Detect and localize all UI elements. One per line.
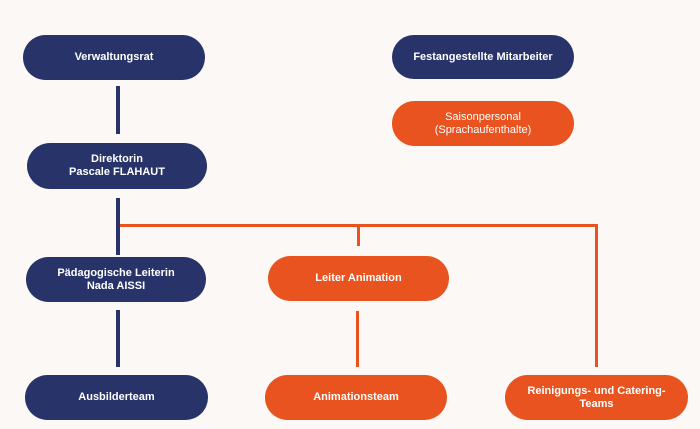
connector-to-animation-lead [357, 224, 360, 246]
node-trainer-team-label: Ausbilderteam [78, 391, 155, 403]
node-animation-team-label: Animationsteam [313, 391, 399, 403]
node-director-label: Direktorin Pascale FLAHAUT [69, 153, 165, 178]
node-pedagogical-lead-label: Pädagogische Leiterin Nada AISSI [57, 266, 175, 292]
legend-permanent: Festangestellte Mitarbeiter [392, 35, 574, 79]
node-board-label: Verwaltungsrat [74, 51, 154, 63]
node-animation-lead-label: Leiter Animation [315, 272, 402, 284]
connector-to-cleaning-team [595, 224, 598, 367]
legend-seasonal: Saisonpersonal (Sprachaufenthalte) [392, 101, 574, 146]
connector-board-director [116, 86, 120, 134]
connector-animation-lead-team [356, 311, 359, 367]
node-board: Verwaltungsrat [23, 35, 205, 80]
legend-seasonal-label: Saisonpersonal (Sprachaufenthalte) [434, 110, 532, 136]
legend-permanent-label: Festangestellte Mitarbeiter [413, 50, 553, 63]
node-animation-lead: Leiter Animation [268, 256, 449, 301]
node-trainer-team: Ausbilderteam [25, 375, 208, 420]
connector-pedagogical-trainers [116, 310, 120, 367]
node-cleaning-team: Reinigungs- und Catering- Teams [505, 375, 688, 420]
node-director: Direktorin Pascale FLAHAUT [27, 143, 207, 189]
connector-director-pedagogical [116, 198, 120, 255]
node-pedagogical-lead: Pädagogische Leiterin Nada AISSI [26, 257, 206, 302]
node-animation-team: Animationsteam [265, 375, 447, 420]
node-cleaning-team-label: Reinigungs- und Catering- Teams [527, 384, 666, 410]
